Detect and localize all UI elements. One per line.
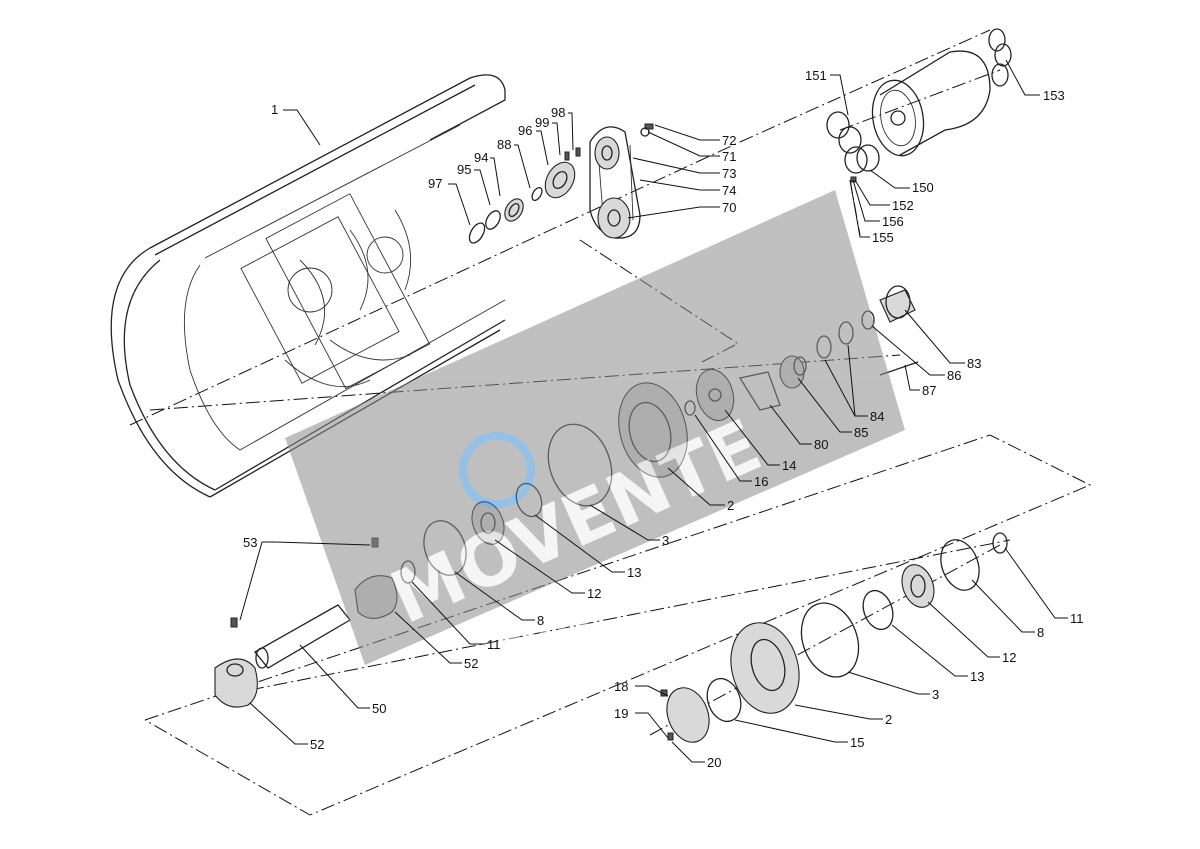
callout-52-top: 52 — [464, 656, 478, 671]
callout-53: 53 — [243, 535, 257, 550]
callout-14: 14 — [782, 458, 796, 473]
callout-80: 80 — [814, 437, 828, 452]
callout-2-bottom: 2 — [885, 712, 892, 727]
callout-15: 15 — [850, 735, 864, 750]
callout-94: 94 — [474, 150, 488, 165]
callout-83: 83 — [967, 356, 981, 371]
callout-2-top: 2 — [727, 498, 734, 513]
callout-70: 70 — [722, 200, 736, 215]
callout-72: 72 — [722, 133, 736, 148]
callout-86: 86 — [947, 368, 961, 383]
watermark-logo-icon — [459, 432, 535, 508]
leader-lines — [239, 59, 1068, 763]
callout-1: 1 — [271, 102, 278, 117]
callout-11-right: 11 — [1070, 611, 1084, 626]
callout-16: 16 — [754, 474, 768, 489]
callout-156: 156 — [882, 214, 904, 229]
callout-98: 98 — [551, 105, 565, 120]
cylinder-assembly — [826, 28, 1012, 183]
callout-labels: 1 98 99 96 88 94 95 97 72 71 73 74 70 15… — [243, 68, 1084, 770]
callout-85: 85 — [854, 425, 868, 440]
watermark-band — [285, 190, 905, 665]
callout-20: 20 — [707, 755, 721, 770]
callout-99: 99 — [535, 115, 549, 130]
callout-8-left: 8 — [537, 613, 544, 628]
callout-12-left: 12 — [587, 586, 601, 601]
callout-71: 71 — [722, 149, 736, 164]
callout-155: 155 — [872, 230, 894, 245]
hub-right — [660, 532, 1008, 743]
callout-95: 95 — [457, 162, 471, 177]
callout-19: 19 — [614, 706, 628, 721]
callout-73: 73 — [722, 166, 736, 181]
callout-150: 150 — [912, 180, 934, 195]
callout-8-right: 8 — [1037, 625, 1044, 640]
callout-74: 74 — [722, 183, 736, 198]
callout-13-left: 13 — [627, 565, 641, 580]
callout-18: 18 — [614, 679, 628, 694]
callout-13-right: 13 — [970, 669, 984, 684]
watermark: MOVENTE movente.ru — [285, 190, 905, 674]
callout-12-right: 12 — [1002, 650, 1016, 665]
small-parts-upper — [468, 147, 581, 244]
callout-3-top: 3 — [662, 533, 669, 548]
callout-87: 87 — [922, 383, 936, 398]
callout-151: 151 — [805, 68, 827, 83]
callout-84: 84 — [870, 409, 884, 424]
callout-96: 96 — [518, 123, 532, 138]
callout-50: 50 — [372, 701, 386, 716]
callout-153: 153 — [1043, 88, 1065, 103]
callout-11-left: 11 — [487, 637, 501, 652]
callout-97: 97 — [428, 176, 442, 191]
callout-88: 88 — [497, 137, 511, 152]
callout-3-bottom: 3 — [932, 687, 939, 702]
callout-152: 152 — [892, 198, 914, 213]
callout-52-bottom: 52 — [310, 737, 324, 752]
